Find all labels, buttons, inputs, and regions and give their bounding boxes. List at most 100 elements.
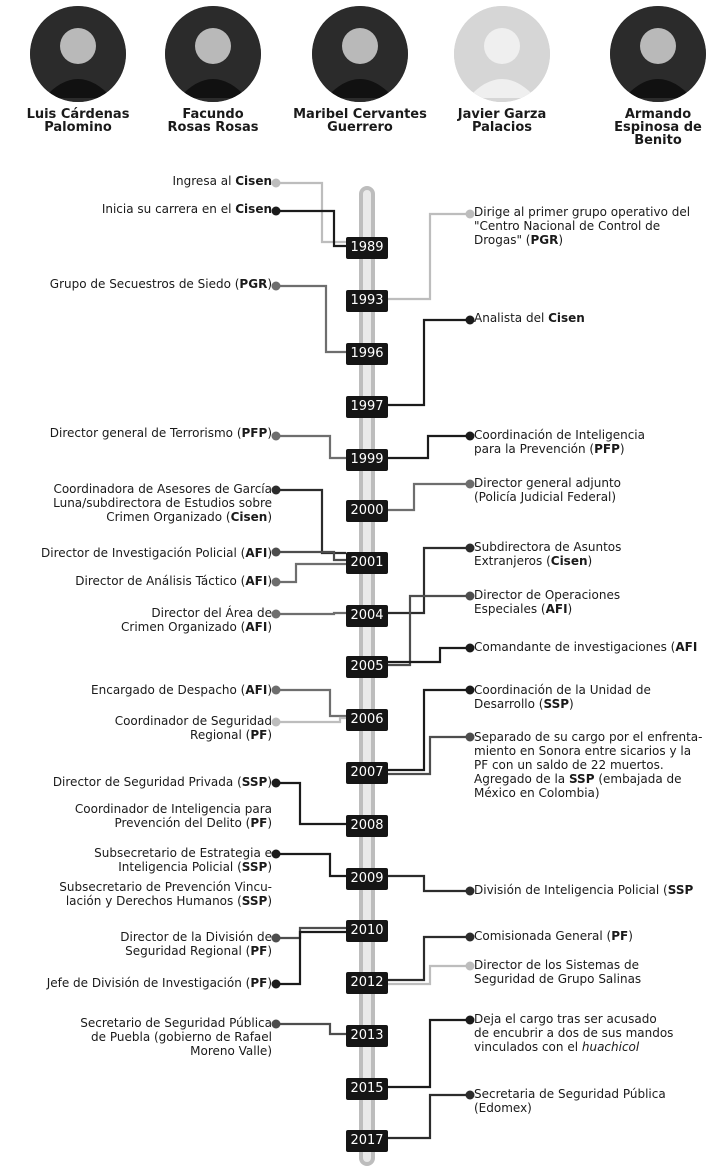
event-left: Director de Investigación Policial (AFI): [41, 546, 272, 560]
event-text: Cisen: [235, 174, 272, 188]
event-text: PGR: [239, 277, 268, 291]
connector-line: [276, 852, 346, 878]
event-text: Grupo de Secuestros de Siedo (: [49, 277, 240, 291]
event-right: Comandante de investigaciones (AFI: [474, 640, 725, 654]
event-text: SSP: [241, 860, 268, 874]
connector-dot: [271, 849, 281, 859]
connector-line: [276, 562, 346, 584]
event-right: Analista del Cisen: [474, 311, 725, 325]
connector-line: [276, 181, 346, 244]
connector-line: [388, 688, 470, 772]
connector-line: [276, 716, 346, 724]
event-text: Director de Operaciones: [474, 588, 621, 602]
connector-dot: [271, 577, 281, 587]
year-label: 2015: [346, 1078, 388, 1100]
connector-line: [388, 874, 470, 893]
connector-line: [276, 781, 346, 826]
event-text: AFI: [245, 546, 268, 560]
connector-line: [276, 930, 346, 986]
event-text: lación y Derechos Humanos (: [65, 894, 242, 908]
connector-line: [276, 550, 346, 562]
event-text: Subdirectora de Asuntos: [474, 540, 622, 554]
event-text: Prevención del Delito (: [114, 816, 251, 830]
event-text: Coordinación de Inteligencia: [474, 428, 645, 442]
event-text: Crimen Organizado (: [121, 620, 246, 634]
connector-line: [276, 1022, 346, 1036]
event-text: AFI: [245, 620, 268, 634]
connector-line: [388, 434, 470, 460]
connector-dot: [271, 609, 281, 619]
event-text: Director del Área de: [151, 606, 272, 620]
event-text: PFP: [241, 426, 268, 440]
event-text: Analista del: [474, 311, 549, 325]
event-text: SSP: [568, 772, 595, 786]
event-text: PF: [250, 816, 268, 830]
event-text: Inicia su carrera en el: [101, 202, 236, 216]
event-text: Secretario de Seguridad Pública: [80, 1016, 272, 1030]
event-text: ): [267, 775, 272, 789]
event-left: Jefe de División de Investigación (PF): [47, 976, 272, 990]
year-label: 2004: [346, 605, 388, 627]
connector-line: [388, 482, 470, 512]
year-label: 2010: [346, 920, 388, 942]
event-text: PF con un saldo de 22 muertos.: [474, 758, 664, 772]
year-label: 1993: [346, 290, 388, 312]
event-text: ): [619, 442, 625, 456]
event-right: Director general adjunto(Policía Judicia…: [474, 476, 725, 504]
event-text: Comandante de investigaciones (: [474, 640, 676, 654]
event-text: PGR: [530, 233, 559, 247]
event-text: Drogas" (: [474, 233, 531, 247]
year-label: 2017: [346, 1130, 388, 1152]
event-text: ): [267, 860, 272, 874]
connector-line: [276, 284, 346, 354]
avatar: [454, 6, 550, 102]
connector-dot: [271, 685, 281, 695]
event-text: Cisen: [230, 510, 268, 524]
event-text: Coordinador de Inteligencia para: [74, 802, 272, 816]
event-text: Regional (: [190, 728, 251, 742]
connector-dot: [271, 547, 281, 557]
connector-line: [388, 318, 470, 407]
event-right: División de Inteligencia Policial (SSP: [474, 883, 725, 897]
avatar: [312, 6, 408, 102]
connector-dot: [271, 485, 281, 495]
event-text: (embajada de: [594, 772, 682, 786]
connector-dot: [271, 979, 281, 989]
event-left: Encargado de Despacho (AFI): [91, 683, 272, 697]
connector-dot: [271, 281, 281, 291]
year-label: 1997: [346, 396, 388, 418]
connector-line: [276, 488, 346, 555]
connector-line: [388, 646, 470, 664]
event-text: Extranjeros (: [474, 554, 551, 568]
event-text: Director de Análisis Táctico (: [75, 574, 246, 588]
event-text: ): [587, 554, 593, 568]
event-text: ): [628, 929, 633, 943]
event-text: Encargado de Despacho (: [91, 683, 246, 697]
year-label: 2008: [346, 815, 388, 837]
connector-dot: [271, 778, 281, 788]
connector-line: [276, 611, 346, 616]
event-text: Jefe de División de Investigación (: [46, 976, 251, 990]
event-text: Moreno Valle): [190, 1044, 272, 1058]
avatar: [165, 6, 261, 102]
event-text: ): [267, 510, 272, 524]
year-label: 1989: [346, 237, 388, 259]
year-label: 2005: [346, 656, 388, 678]
connector-dot: [271, 933, 281, 943]
event-text: Cisen: [548, 311, 585, 325]
event-text: PFP: [594, 442, 620, 456]
event-text: (Edomex): [474, 1101, 532, 1115]
year-label: 2009: [346, 868, 388, 890]
event-text: PF: [250, 728, 268, 742]
